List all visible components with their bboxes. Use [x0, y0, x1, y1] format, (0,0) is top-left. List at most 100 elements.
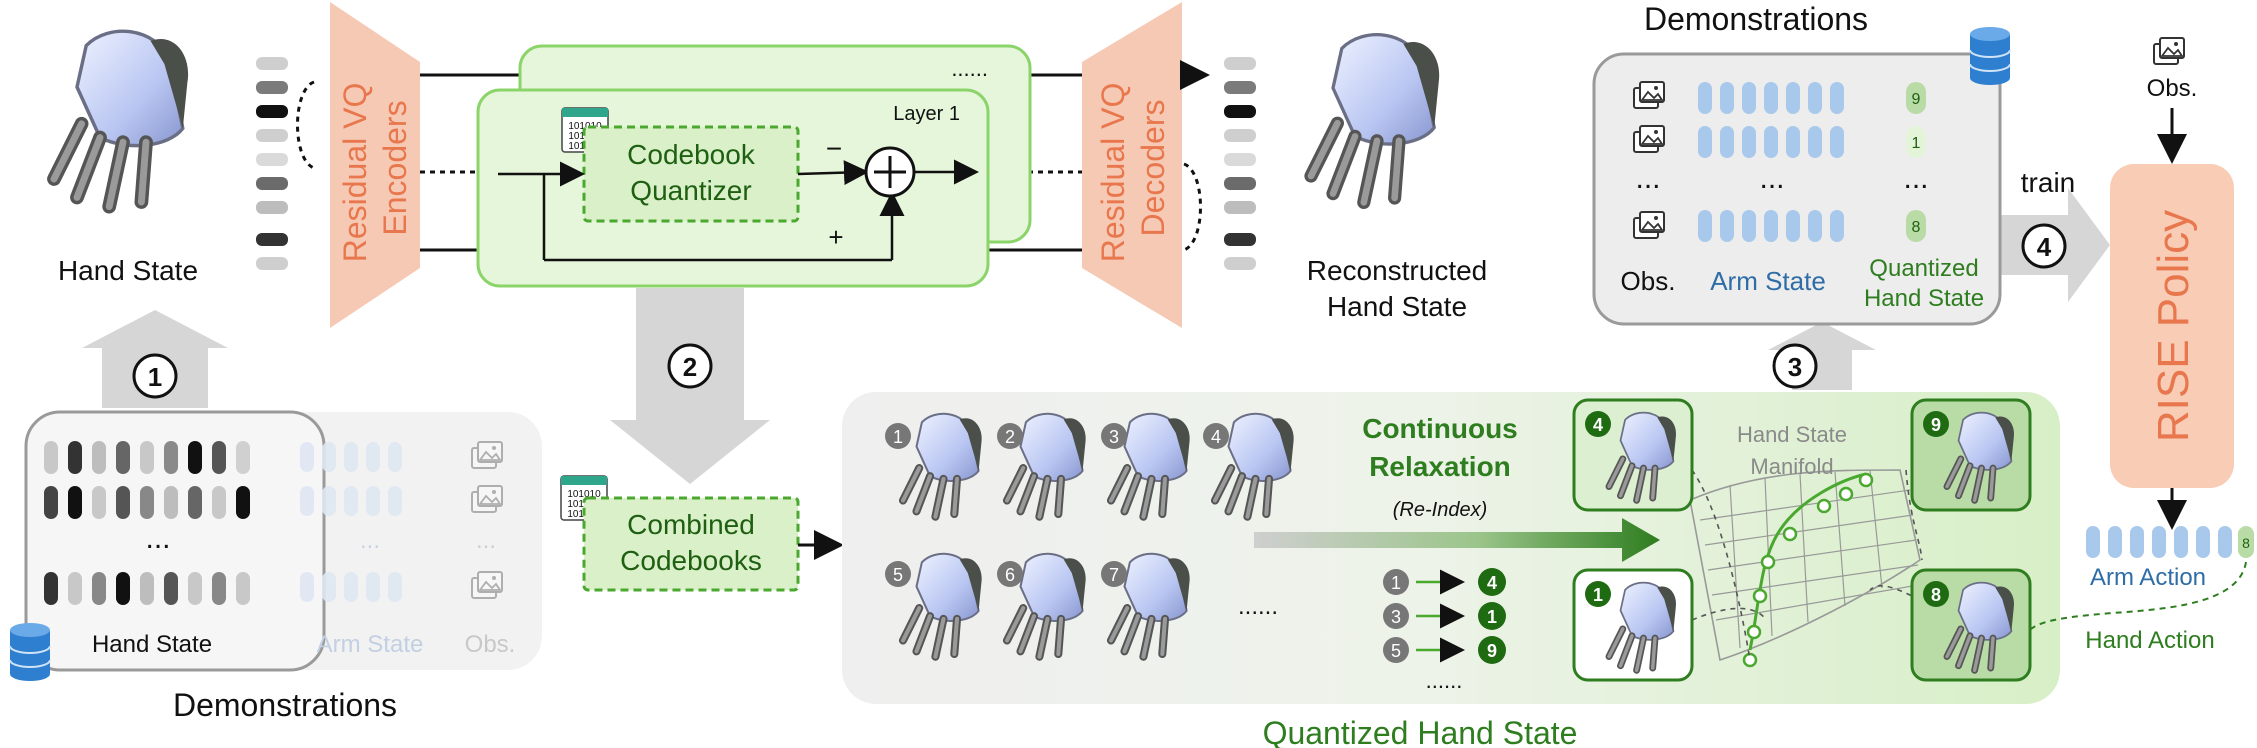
token-column-left — [256, 57, 288, 270]
hand-image — [54, 31, 188, 206]
reindex-list: 1 4 3 1 5 9 — [1383, 568, 1506, 664]
demo-arm-state-label: Arm State — [317, 631, 424, 658]
layer-dots: ...... — [951, 56, 988, 81]
svg-text:7: 7 — [1109, 565, 1119, 585]
encoders-label: Residual VQ Encoders — [337, 74, 413, 263]
svg-text:3: 3 — [1391, 607, 1401, 627]
policy-obs-icon — [2153, 37, 2185, 65]
svg-text:8: 8 — [1912, 219, 1921, 236]
demo-top-quantized-line1: Quantized — [1869, 255, 1978, 282]
reconstructed-hand-image — [1311, 35, 1439, 203]
codebook-quantizer-line1: Codebook — [627, 139, 756, 170]
token — [256, 57, 288, 70]
demo-top-arm-label: Arm State — [1710, 266, 1826, 296]
manifold-hand-boxes: 4 9 1 8 — [1572, 398, 2032, 682]
step-arrow-1: 1 — [82, 310, 228, 408]
minus-sign: − — [826, 133, 842, 164]
skip-arc-left — [296, 80, 315, 170]
step-2-number: 2 — [683, 352, 697, 382]
token — [256, 129, 288, 142]
manifold-line1: Hand State — [1737, 422, 1847, 447]
reindex-ellipsis: ...... — [1426, 668, 1463, 693]
residual-vq-encoders: Residual VQ Encoders — [330, 2, 420, 328]
arm-state-faded-ellipsis: ... — [360, 527, 380, 554]
quantized-panel-title: Quantized Hand State — [1263, 715, 1578, 748]
database-icon-top — [1969, 26, 2011, 86]
relax-title-line1: Continuous — [1362, 413, 1518, 444]
svg-text:8: 8 — [1931, 585, 1941, 605]
svg-text:9: 9 — [1912, 91, 1921, 108]
svg-text:4: 4 — [1487, 573, 1497, 593]
hand-index-badges: 1 2 3 4 5 6 7 — [885, 423, 1229, 587]
sum-plus-icon — [874, 156, 906, 188]
plus-sign: + — [828, 222, 843, 252]
token — [1224, 81, 1256, 94]
reconstructed-line2: Hand State — [1327, 291, 1467, 322]
demo-top-arm-tokens — [1698, 82, 1844, 242]
manifold-line2: Manifold — [1750, 454, 1833, 479]
database-icon — [9, 622, 51, 682]
demo-top-box — [1592, 52, 2002, 326]
demo-arm-state-faded — [300, 442, 402, 602]
demo-top-arm-ellipsis: ... — [1759, 162, 1784, 195]
token-column-right — [1224, 57, 1256, 270]
svg-text:1: 1 — [1593, 585, 1603, 605]
relax-subtitle: (Re-Index) — [1393, 499, 1487, 521]
token — [1224, 105, 1256, 118]
token — [256, 257, 288, 270]
token — [1224, 129, 1256, 142]
hand-state-label: Hand State — [58, 255, 198, 286]
svg-text:9: 9 — [1487, 641, 1497, 661]
demo-top-quantized-tokens: 9 1 8 — [1906, 82, 1926, 242]
reconstructed-line1: Reconstructed — [1307, 255, 1488, 286]
arm-action-tokens: 8 — [2086, 526, 2254, 558]
token — [1224, 257, 1256, 270]
token — [1224, 201, 1256, 214]
decoders-label: Residual VQ Decoders — [1095, 74, 1171, 263]
token — [1224, 57, 1256, 70]
demo-obs-label: Obs. — [465, 631, 516, 658]
codebook-quantizer-line2: Quantizer — [630, 175, 751, 206]
svg-text:2: 2 — [1005, 427, 1015, 447]
token — [256, 177, 288, 190]
token — [256, 153, 288, 166]
token — [1224, 233, 1256, 246]
residual-vq-decoders: Residual VQ Decoders — [1082, 2, 1182, 328]
arrow-quantizer-to-sum — [797, 160, 869, 186]
svg-text:9: 9 — [1931, 415, 1941, 435]
demo-token-grid — [44, 441, 250, 605]
demo-top-obs-label: Obs. — [1621, 266, 1676, 296]
svg-text:5: 5 — [893, 565, 903, 585]
rise-policy-box — [2110, 164, 2234, 488]
token — [256, 201, 288, 214]
policy-obs-label: Obs. — [2147, 75, 2198, 102]
demo-top-token-ellipsis: ... — [1903, 162, 1928, 195]
svg-text:4: 4 — [1211, 427, 1221, 447]
hand-action-label: Hand Action — [2085, 627, 2214, 654]
svg-text:1: 1 — [1391, 573, 1401, 593]
demo-bottom-title: Demonstrations — [173, 687, 397, 723]
action-token: 8 — [2242, 535, 2250, 551]
demo-top-quantized-line2: Hand State — [1864, 285, 1984, 312]
rise-policy-label: RISE Policy — [2149, 210, 2198, 442]
layer-1-label: Layer 1 — [893, 103, 960, 125]
token — [256, 81, 288, 94]
token — [256, 233, 288, 246]
demo-top-obs-ellipsis: ... — [1635, 162, 1660, 195]
hands-ellipsis: ...... — [1238, 593, 1278, 620]
combined-line2: Codebooks — [620, 545, 762, 576]
step-4-number: 4 — [2037, 232, 2052, 262]
demo-hand-state-box — [24, 410, 326, 672]
hand-state-manifold — [1689, 469, 1923, 668]
arm-action-label: Arm Action — [2090, 564, 2206, 591]
step-arrow-2: 2 — [610, 288, 770, 484]
svg-text:101010: 101010 — [568, 121, 602, 132]
svg-text:6: 6 — [1005, 565, 1015, 585]
relax-arrow — [1254, 518, 1660, 562]
obs-faded-ellipsis: ... — [476, 527, 496, 554]
step-1-number: 1 — [148, 362, 162, 392]
svg-text:1: 1 — [1912, 135, 1921, 152]
token — [256, 105, 288, 118]
svg-text:1: 1 — [1487, 607, 1497, 627]
